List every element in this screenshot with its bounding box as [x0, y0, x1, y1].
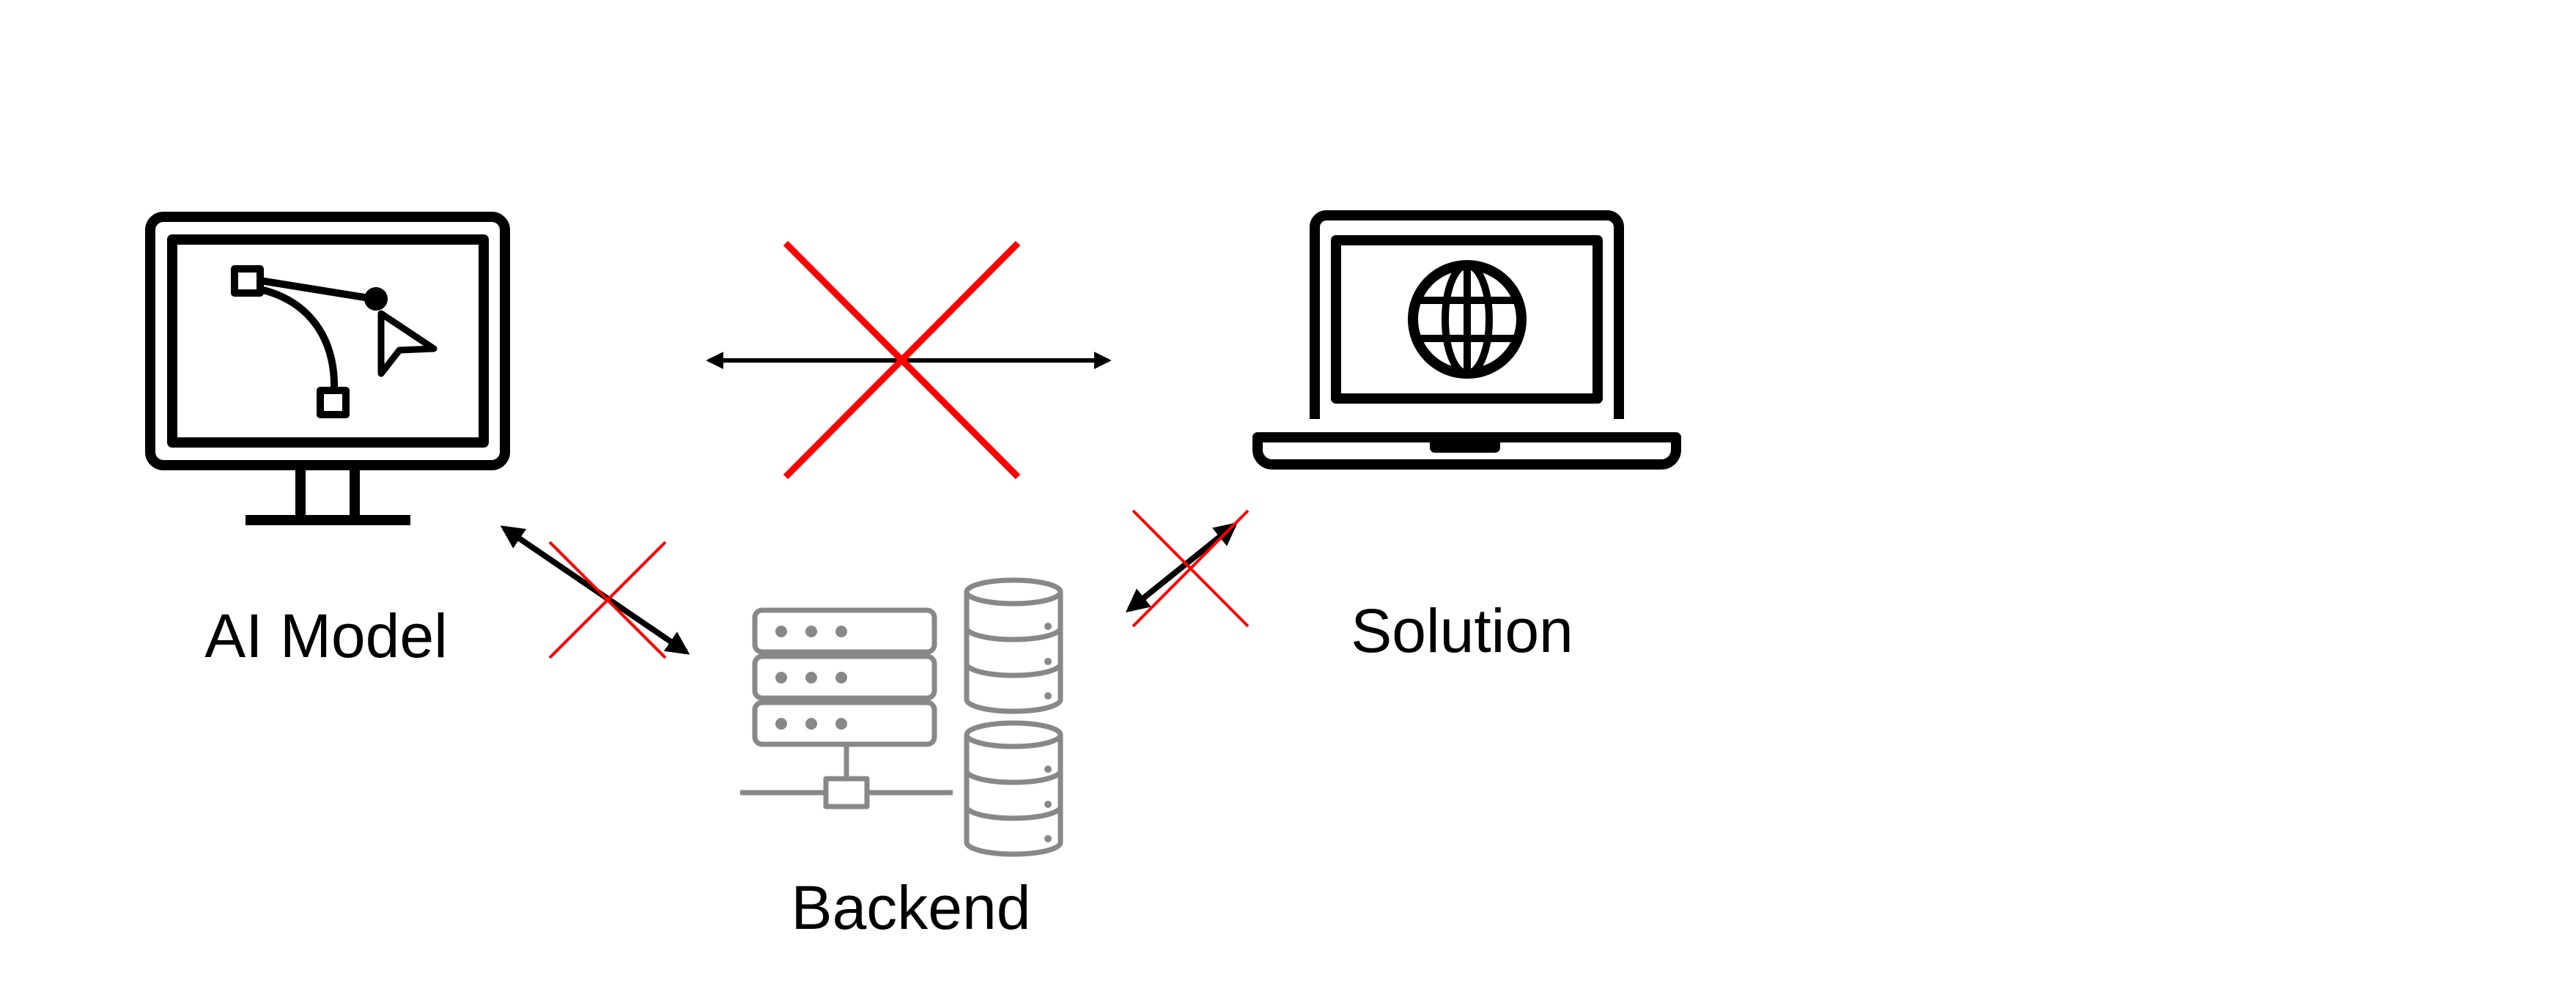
connection-ai-model-solution	[706, 240, 1112, 480]
blocked-x-icon	[1132, 509, 1250, 628]
web-laptop-icon	[1252, 210, 1681, 470]
database-icon	[964, 720, 1063, 857]
blocked-x-icon	[783, 240, 1021, 480]
server-database-icon	[740, 577, 1063, 857]
blocked-x-icon	[548, 541, 667, 659]
server-rack-icon	[740, 607, 953, 809]
database-icon	[964, 577, 1063, 714]
design-monitor-icon	[145, 212, 510, 525]
connection-solution-backend	[1126, 509, 1250, 628]
bidirectional-arrow	[500, 525, 690, 655]
bidirectional-arrow	[1126, 522, 1238, 613]
backend-label: Backend	[791, 873, 1031, 942]
solution-label: Solution	[1351, 596, 1573, 665]
ai-model-label: AI Model	[204, 601, 448, 670]
connection-ai-model-backend	[500, 525, 690, 659]
